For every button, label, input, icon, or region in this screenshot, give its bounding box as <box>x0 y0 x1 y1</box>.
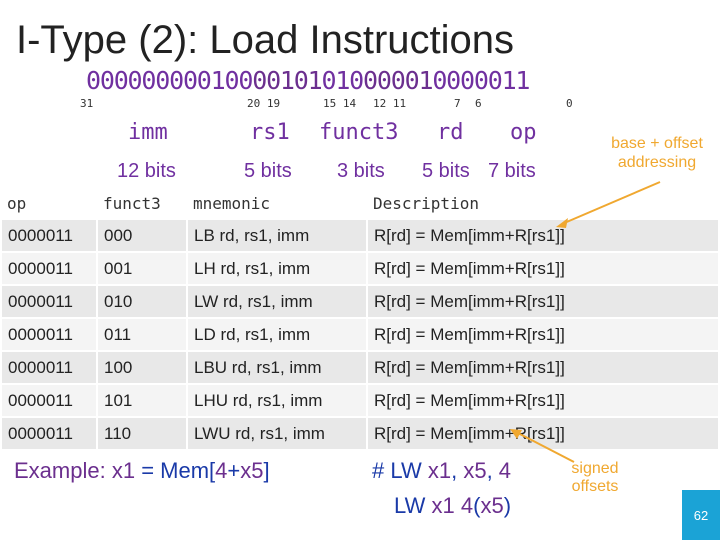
cell-mnemonic: LB rd, rs1, imm <box>186 218 368 253</box>
cell-description: R[rd] = Mem[imm+R[rs1]] <box>366 317 720 352</box>
bits-op: 0000011 <box>432 66 530 95</box>
load-instructions-table: op funct3 mnemonic Description 0000011 0… <box>0 188 720 451</box>
cell-funct3: 010 <box>96 284 188 319</box>
arrowhead-description <box>556 218 568 228</box>
cell-description: R[rd] = Mem[imm+R[rs1]] <box>366 251 720 286</box>
cell-op: 0000011 <box>0 383 98 418</box>
arrow-to-imm <box>515 431 575 463</box>
asm-x1: x1 <box>431 493 455 518</box>
table-row: 0000011 110 LWU rd, rs1, imm R[rd] = Mem… <box>0 416 720 451</box>
comment-sep-2: , <box>486 458 499 483</box>
arrow-to-description <box>561 181 661 225</box>
encoding-bits: 00000000010000101010000010000011 <box>86 66 530 95</box>
header-description: Description <box>367 188 719 220</box>
comment-sep-1: , <box>451 458 464 483</box>
example-x5: x5 <box>240 458 264 483</box>
cell-mnemonic: LD rd, rs1, imm <box>186 317 368 352</box>
asm-x5: x5 <box>480 493 504 518</box>
width-op: 7 bits <box>488 160 536 182</box>
asm-offset: 4 <box>460 493 474 518</box>
example-plus: + <box>227 458 241 483</box>
bit-pos-20-19: 20 19 <box>247 97 281 110</box>
cell-op: 0000011 <box>0 251 98 286</box>
cell-op: 0000011 <box>0 350 98 385</box>
asm-paren-close: ) <box>503 493 512 518</box>
example-line-2: LW x1 4(x5) <box>394 493 511 519</box>
cell-op: 0000011 <box>0 284 98 319</box>
header-mnemonic: mnemonic <box>187 188 367 220</box>
cell-description: R[rd] = Mem[imm+R[rs1]] <box>366 350 720 385</box>
table-row: 0000011 011 LD rd, rs1, imm R[rd] = Mem[… <box>0 317 720 352</box>
table-row: 0000011 100 LBU rd, rs1, imm R[rd] = Mem… <box>0 350 720 385</box>
example-offset: 4 <box>215 458 228 483</box>
cell-mnemonic: LH rd, rs1, imm <box>186 251 368 286</box>
bit-pos-6: 6 <box>475 97 482 110</box>
table-row: 0000011 001 LH rd, rs1, imm R[rd] = Mem[… <box>0 251 720 286</box>
table-header-row: op funct3 mnemonic Description <box>1 188 719 220</box>
cell-description: R[rd] = Mem[imm+R[rs1]] <box>366 284 720 319</box>
cell-mnemonic: LBU rd, rs1, imm <box>186 350 368 385</box>
comment-x1: x1 <box>427 458 452 483</box>
arrowhead-imm <box>510 429 522 439</box>
example-label: Example: <box>14 458 106 483</box>
bit-pos-31: 31 <box>80 97 94 110</box>
table-row: 0000011 000 LB rd, rs1, imm R[rd] = Mem[… <box>0 218 720 253</box>
width-rd: 5 bits <box>422 160 470 182</box>
cell-mnemonic: LHU rd, rs1, imm <box>186 383 368 418</box>
header-op: op <box>1 188 97 220</box>
cell-funct3: 110 <box>96 416 188 451</box>
comment-lw: # LW <box>372 458 428 483</box>
example-x1: x1 <box>111 458 136 483</box>
example-comment: # LW x1, x5, 4 <box>372 458 511 484</box>
cell-funct3: 000 <box>96 218 188 253</box>
bits-rd: 00001 <box>363 66 433 95</box>
comment-x5: x5 <box>463 458 487 483</box>
bits-imm: 000000000100 <box>86 66 253 95</box>
bits-funct3: 010 <box>321 66 364 95</box>
field-op: op <box>510 120 537 145</box>
bit-pos-0: 0 <box>566 97 573 110</box>
comment-imm: 4 <box>498 458 512 483</box>
field-funct3: funct3 <box>319 120 399 145</box>
bit-pos-15-14: 15 14 <box>323 97 357 110</box>
asm-paren-open: ( <box>473 493 481 518</box>
field-imm: imm <box>128 120 168 145</box>
cell-description: R[rd] = Mem[imm+R[rs1]] <box>366 383 720 418</box>
signed-offsets-note: signed offsets <box>571 460 619 495</box>
table-row: 0000011 010 LW rd, rs1, imm R[rd] = Mem[… <box>0 284 720 319</box>
page-title: I-Type (2): Load Instructions <box>16 18 515 62</box>
cell-funct3: 101 <box>96 383 188 418</box>
example-line-1: Example: x1 = Mem[4+x5] <box>14 458 270 484</box>
example-mem-open: = Mem[ <box>135 458 216 483</box>
cell-op: 0000011 <box>0 218 98 253</box>
cell-op: 0000011 <box>0 416 98 451</box>
cell-op: 0000011 <box>0 317 98 352</box>
header-funct3: funct3 <box>97 188 187 220</box>
table-row: 0000011 101 LHU rd, rs1, imm R[rd] = Mem… <box>0 383 720 418</box>
example-mem-close: ] <box>263 458 270 483</box>
cell-funct3: 001 <box>96 251 188 286</box>
page-number-box <box>682 490 720 540</box>
bits-rs1: 00101 <box>252 66 322 95</box>
cell-description: R[rd] = Mem[imm+R[rs1]] <box>366 218 720 253</box>
width-imm: 12 bits <box>117 160 176 182</box>
width-rs1: 5 bits <box>244 160 292 182</box>
asm-lw: LW <box>394 493 432 518</box>
field-rs1: rs1 <box>250 120 290 145</box>
cell-funct3: 011 <box>96 317 188 352</box>
cell-funct3: 100 <box>96 350 188 385</box>
bit-pos-12-11: 12 11 <box>373 97 407 110</box>
cell-mnemonic: LW rd, rs1, imm <box>186 284 368 319</box>
width-funct3: 3 bits <box>337 160 385 182</box>
page-number: 62 <box>693 508 709 523</box>
bit-pos-7: 7 <box>454 97 461 110</box>
base-offset-note: base + offset addressing <box>611 135 703 172</box>
field-rd: rd <box>437 120 464 145</box>
cell-mnemonic: LWU rd, rs1, imm <box>186 416 368 451</box>
